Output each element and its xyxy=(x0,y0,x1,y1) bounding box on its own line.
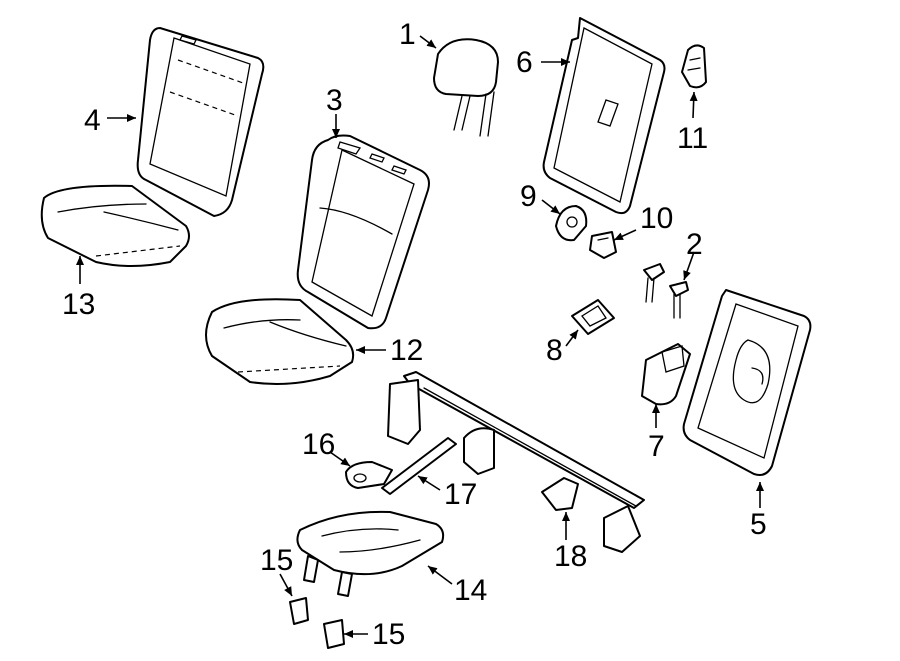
callout-4: 4 xyxy=(84,104,101,137)
part-15-covers[interactable] xyxy=(289,597,345,649)
callout-17: 17 xyxy=(444,478,477,511)
part-3-seat-back[interactable] xyxy=(296,134,430,330)
part-5-seat-back-frame[interactable] xyxy=(682,289,812,476)
callout-12: 12 xyxy=(390,334,423,367)
callout-9: 9 xyxy=(520,180,537,213)
callout-8: 8 xyxy=(546,334,563,367)
callout-labels: 1 6 11 4 3 9 10 2 8 12 13 7 5 16 17 18 1… xyxy=(62,18,767,651)
part-12-seat-cushion[interactable] xyxy=(205,298,355,385)
part-2-headrest-guides[interactable] xyxy=(643,263,689,319)
callout-3: 3 xyxy=(326,84,343,117)
part-14-seat-pan[interactable] xyxy=(296,510,445,597)
part-17-strap[interactable] xyxy=(381,437,457,495)
leader-lines xyxy=(76,35,764,638)
callout-1: 1 xyxy=(399,18,416,51)
part-4-seat-back-cover[interactable] xyxy=(136,27,265,217)
callout-2: 2 xyxy=(686,228,703,261)
callout-18: 18 xyxy=(554,540,587,573)
callout-15-upper: 15 xyxy=(260,544,293,577)
part-18-bracket[interactable] xyxy=(541,477,579,511)
part-13-seat-cushion[interactable] xyxy=(40,184,190,267)
callout-13: 13 xyxy=(62,288,95,321)
callout-15-lower: 15 xyxy=(372,618,405,651)
callout-6: 6 xyxy=(516,46,533,79)
part-10-bracket[interactable] xyxy=(589,231,617,259)
callout-11: 11 xyxy=(677,122,708,155)
callout-5: 5 xyxy=(750,508,767,541)
part-8-plate[interactable] xyxy=(571,299,615,335)
callout-14: 14 xyxy=(454,574,487,607)
seat-frame-rail[interactable] xyxy=(387,371,645,553)
part-1-headrest[interactable] xyxy=(433,38,499,137)
part-9-knob[interactable] xyxy=(555,205,588,242)
callout-7: 7 xyxy=(648,430,665,463)
callout-16: 16 xyxy=(302,428,335,461)
part-7-latch[interactable] xyxy=(641,343,691,406)
callout-10: 10 xyxy=(640,202,673,235)
part-11-latch-cover[interactable] xyxy=(681,44,707,89)
part-16-clip[interactable] xyxy=(345,461,393,489)
part-6-back-panel[interactable] xyxy=(542,17,666,215)
